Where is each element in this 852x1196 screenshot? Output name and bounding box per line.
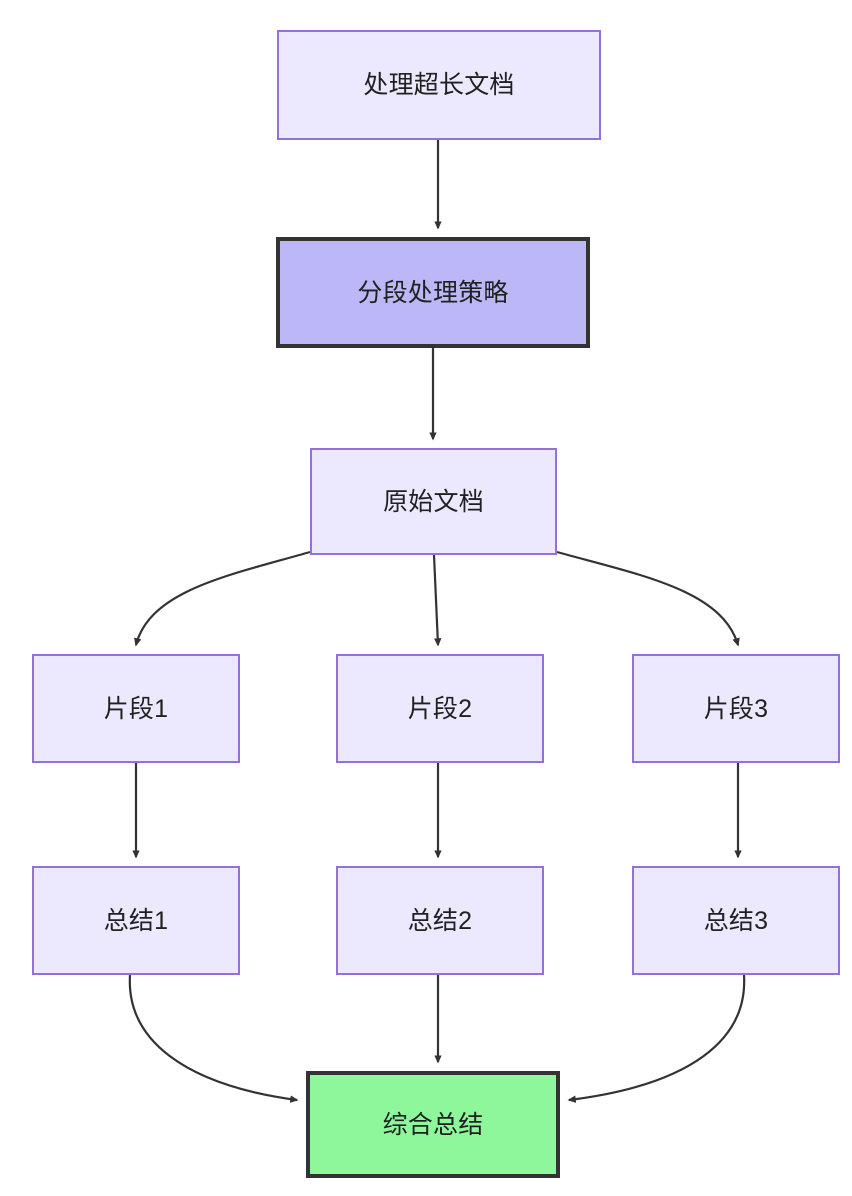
node-process-long-document[interactable]: 处理超长文档 — [277, 30, 601, 140]
node-label: 综合总结 — [382, 1110, 484, 1139]
edge-source-to-chunk3 — [556, 550, 740, 647]
edge-summary1-to-final — [128, 974, 299, 1103]
node-label: 分段处理策略 — [357, 278, 509, 307]
node-final-summary[interactable]: 综合总结 — [306, 1071, 560, 1178]
edge-source-to-chunk1 — [134, 550, 311, 647]
node-chunk-3[interactable]: 片段3 — [632, 654, 840, 763]
node-summary-2[interactable]: 总结2 — [336, 866, 544, 975]
node-label: 总结3 — [703, 906, 769, 935]
node-source-document[interactable]: 原始文档 — [310, 448, 557, 555]
node-label: 总结2 — [407, 906, 473, 935]
node-label: 原始文档 — [383, 487, 484, 516]
node-label: 片段3 — [703, 694, 769, 723]
node-chunk-1[interactable]: 片段1 — [32, 654, 240, 763]
node-chunking-strategy[interactable]: 分段处理策略 — [276, 237, 590, 348]
node-summary-3[interactable]: 总结3 — [632, 866, 840, 975]
node-label: 片段1 — [103, 694, 169, 723]
node-summary-1[interactable]: 总结1 — [32, 866, 240, 975]
node-chunk-2[interactable]: 片段2 — [336, 654, 544, 763]
edge-summary3-to-final — [567, 974, 746, 1103]
node-label: 总结1 — [103, 906, 169, 935]
node-label: 处理超长文档 — [363, 71, 515, 99]
edge-source-to-chunk2 — [432, 554, 442, 647]
node-label: 片段2 — [407, 694, 473, 723]
